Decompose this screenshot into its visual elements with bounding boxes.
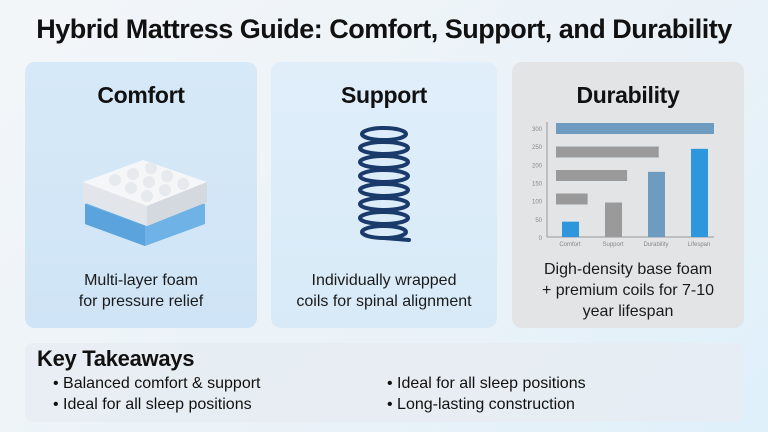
y-tick-label: 200 xyxy=(532,163,543,169)
foam-layers-icon xyxy=(83,160,207,246)
comfort-text-line: Multi-layer foam xyxy=(84,272,198,289)
vertical-bar xyxy=(691,148,708,237)
vertical-bar xyxy=(562,221,579,237)
takeaway-item: Ideal for all sleep positions xyxy=(387,375,586,393)
support-heading: Support xyxy=(340,82,428,108)
horizontal-bar xyxy=(556,146,659,158)
y-tick-label: 150 xyxy=(532,182,543,188)
y-tick-label: 50 xyxy=(535,218,542,224)
x-tick-label: Comfort xyxy=(559,242,581,248)
comfort-card: Comfort Multi-layer foam for pressure re… xyxy=(25,62,257,328)
x-tick-label: Support xyxy=(602,242,623,248)
takeaway-item: Ideal for all sleep positions xyxy=(53,396,252,414)
durability-heading: Durability xyxy=(576,82,680,108)
y-tick-label: 250 xyxy=(532,145,543,151)
durability-text-line: year lifespan xyxy=(582,303,674,320)
comfort-text-line: for pressure relief xyxy=(78,293,204,310)
takeaway-item: Balanced comfort & support xyxy=(53,375,260,393)
x-tick-label: Lifespan xyxy=(688,242,711,248)
key-takeaways-panel: Key Takeaways Balanced comfort & support… xyxy=(25,343,743,422)
y-tick-label: 0 xyxy=(539,236,543,242)
y-tick-label: 100 xyxy=(532,200,543,206)
durability-text-line: + premium coils for 7-10 xyxy=(541,282,715,299)
x-tick-label: Durability xyxy=(643,242,668,248)
vertical-bar xyxy=(648,171,665,237)
page-title: Hybrid Mattress Guide: Comfort, Support,… xyxy=(36,14,732,44)
horizontal-bar xyxy=(556,193,588,205)
support-card: Support Individually wrapped coils for s… xyxy=(271,62,497,328)
horizontal-bar xyxy=(556,170,628,181)
vertical-bar xyxy=(605,202,622,237)
support-text-line: coils for spinal alignment xyxy=(296,293,472,310)
coil-spring-icon xyxy=(358,126,411,242)
takeaway-item: Long-lasting construction xyxy=(387,396,575,414)
durability-text-line: Digh-density base foam xyxy=(543,261,713,278)
comfort-heading: Comfort xyxy=(97,82,185,108)
horizontal-bar xyxy=(556,123,714,134)
takeaways-heading: Key Takeaways xyxy=(37,346,195,371)
y-tick-label: 300 xyxy=(532,127,543,133)
support-text-line: Individually wrapped xyxy=(311,272,457,289)
